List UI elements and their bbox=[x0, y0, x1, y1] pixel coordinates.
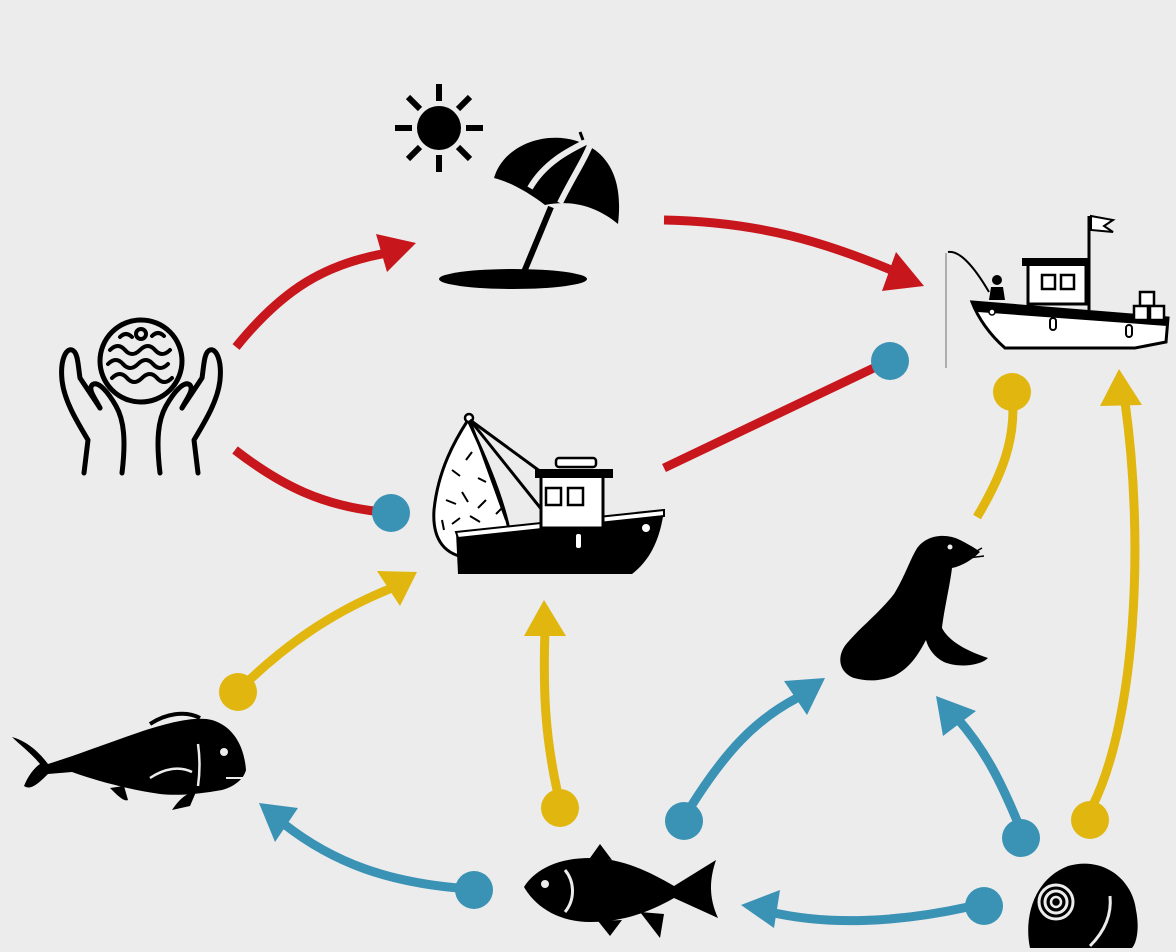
interaction-dot bbox=[372, 494, 410, 532]
source-dot bbox=[1071, 801, 1109, 839]
sun-icon bbox=[395, 84, 483, 172]
arrowhead bbox=[936, 696, 976, 736]
beach-umbrella-icon bbox=[439, 131, 620, 289]
sea-lion-icon bbox=[840, 535, 988, 681]
trawler-with-net-icon bbox=[432, 412, 665, 574]
source-dot bbox=[993, 373, 1031, 411]
arrowhead bbox=[259, 803, 298, 842]
edge-sealion-to-recreational bbox=[973, 373, 1031, 520]
arrowhead bbox=[741, 890, 780, 928]
fish-icon bbox=[524, 844, 718, 938]
source-dot bbox=[219, 673, 257, 711]
arrowhead bbox=[377, 571, 417, 606]
edge-snail-to-fish bbox=[741, 887, 1003, 928]
dolphinfish-icon bbox=[12, 711, 246, 810]
fishing-boat-angler-icon bbox=[945, 214, 1170, 368]
source-dot bbox=[541, 789, 579, 827]
edge-beach-to-recreational bbox=[663, 215, 924, 291]
edge-snail-to-recreational bbox=[1071, 369, 1142, 839]
source-dot bbox=[1002, 819, 1040, 857]
source-dot bbox=[665, 802, 703, 840]
edge-fish-to-trawler bbox=[524, 600, 579, 827]
edge-mahi-to-trawler bbox=[219, 571, 417, 711]
arrowhead bbox=[784, 678, 825, 715]
edge-fish-to-mahi bbox=[259, 803, 493, 909]
edges-layer bbox=[219, 215, 1142, 928]
arrowhead bbox=[882, 252, 924, 291]
hands-holding-globe-icon bbox=[59, 317, 223, 476]
arrowhead bbox=[524, 600, 566, 636]
edge-conservation-to-beach bbox=[232, 234, 416, 350]
edge-conservation-to-trawler bbox=[232, 446, 410, 532]
source-dot bbox=[965, 887, 1003, 925]
arrowhead bbox=[1100, 369, 1142, 406]
interaction-dot bbox=[871, 342, 909, 380]
edge-fish-to-sealion bbox=[665, 678, 825, 840]
snail-shell-icon bbox=[1028, 863, 1138, 948]
arrowhead bbox=[376, 234, 416, 272]
source-dot bbox=[455, 871, 493, 909]
edge-trawler-to-recreational bbox=[662, 342, 909, 473]
edge-snail-to-sealion bbox=[936, 696, 1040, 857]
